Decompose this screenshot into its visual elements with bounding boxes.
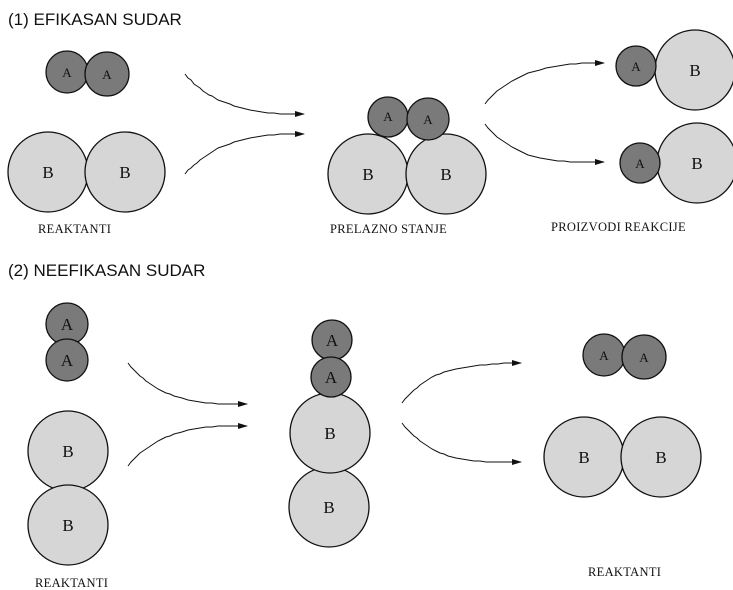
- molecule-b-label: B: [691, 154, 702, 173]
- arrow-diverge-lower-2: [401, 422, 522, 465]
- molecule-a: [619, 142, 661, 184]
- molecule-b-label: B: [689, 61, 700, 80]
- s1-transition-caption: PRELAZNO STANJE: [330, 222, 447, 236]
- s2-reactants-right-caption: REAKTANTI: [588, 565, 661, 579]
- molecule-a-label: A: [61, 315, 74, 334]
- arrow-converge-lower-2: [127, 423, 248, 467]
- molecule-a-label: A: [102, 67, 112, 82]
- s2-reactant-a-pair-right: A A: [582, 333, 667, 380]
- s2-reactant-b-stack: B B: [27, 410, 109, 566]
- molecule-b-label: B: [324, 424, 335, 443]
- molecule-a: [406, 97, 450, 141]
- molecule-b: [620, 416, 702, 498]
- molecule-b-label: B: [323, 498, 334, 517]
- molecule-a-label: A: [631, 59, 641, 74]
- arrow-diverge-lower: [484, 123, 605, 165]
- s2-reactant-b-pair-right: B B: [543, 416, 702, 498]
- s1-product-1: B A: [615, 29, 733, 111]
- molecule-a-label: A: [383, 109, 393, 124]
- s1-reactants-caption: REAKTANTI: [38, 222, 111, 236]
- section1-title: (1) EFIKASAN SUDAR: [8, 10, 182, 29]
- molecule-a: [615, 45, 657, 87]
- s1-reactant-b-pair: B B: [7, 131, 166, 213]
- molecule-b: [84, 131, 166, 213]
- s2-reactant-a-stack: A A: [45, 302, 89, 382]
- molecule-b-label: B: [119, 163, 130, 182]
- s1-reactant-a-pair: A A: [45, 50, 130, 97]
- arrow-converge-lower: [184, 131, 305, 175]
- arrow-diverge-upper-2: [401, 360, 522, 404]
- section2-title: (2) NEEFIKASAN SUDAR: [8, 261, 205, 280]
- molecule-b: [405, 133, 487, 215]
- s2-reactants-left-caption: REAKTANTI: [35, 576, 108, 590]
- molecule-a-label: A: [423, 112, 433, 127]
- molecule-a-label: A: [599, 348, 609, 363]
- molecule-a: [310, 356, 352, 398]
- molecule-b-label: B: [62, 516, 73, 535]
- s1-products-caption: PROIZVODI REAKCIJE: [551, 220, 686, 234]
- molecule-b-label: B: [655, 448, 666, 467]
- s1-transition-state: B B A A: [327, 96, 487, 215]
- arrow-converge-upper: [184, 73, 305, 117]
- molecule-b-label: B: [362, 165, 373, 184]
- molecule-a-label: A: [325, 368, 338, 387]
- molecule-b: [27, 484, 109, 566]
- arrow-diverge-upper: [484, 60, 605, 105]
- molecule-a-label: A: [635, 156, 645, 171]
- molecule-b-label: B: [42, 163, 53, 182]
- molecule-b-label: B: [440, 165, 451, 184]
- molecule-a-label: A: [61, 351, 74, 370]
- molecule-a: [45, 338, 89, 382]
- arrow-converge-upper-2: [127, 362, 248, 407]
- molecule-b-label: B: [62, 442, 73, 461]
- molecule-a-label: A: [326, 331, 339, 350]
- molecule-a-label: A: [62, 65, 72, 80]
- molecule-a-label: A: [639, 350, 649, 365]
- s2-middle-stack: B B A A: [288, 319, 371, 548]
- s1-product-2: B A: [619, 122, 733, 204]
- molecule-a: [621, 334, 667, 380]
- molecule-b-label: B: [578, 448, 589, 467]
- molecule-a: [84, 51, 130, 97]
